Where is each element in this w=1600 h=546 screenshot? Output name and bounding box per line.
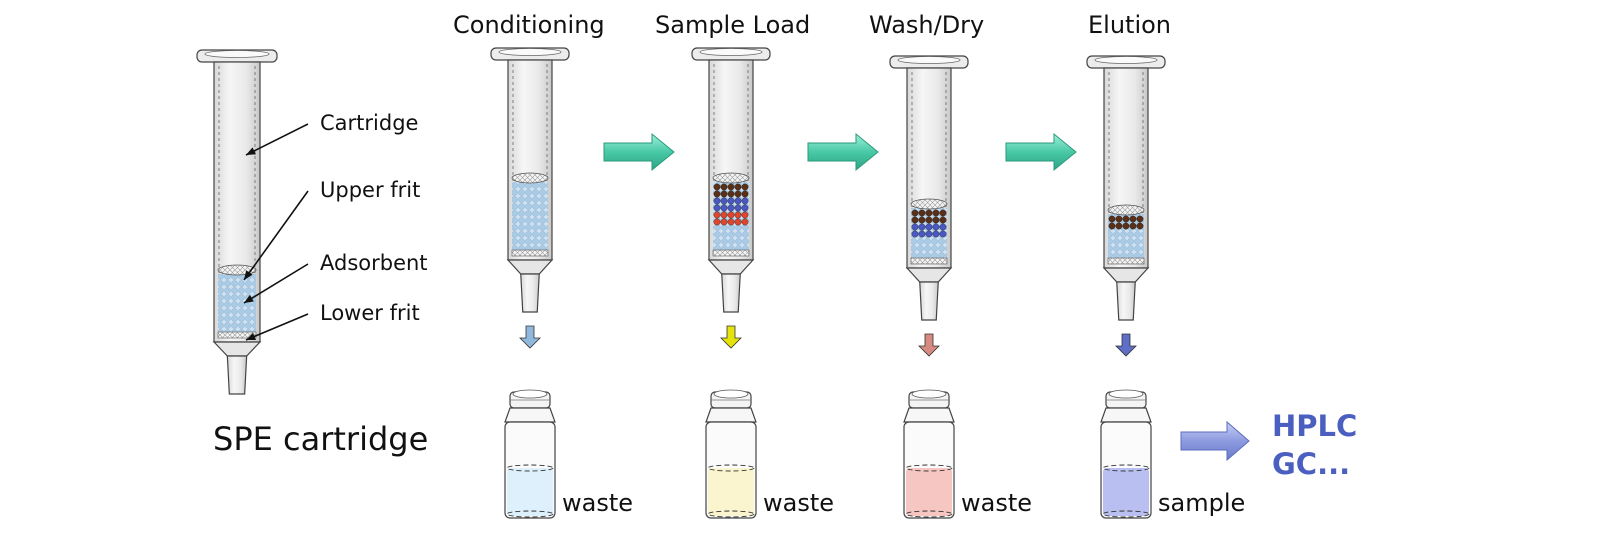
vial-label: waste (763, 489, 834, 517)
svg-text:Cartridge: Cartridge (320, 111, 418, 135)
step-title: Wash/Dry (869, 11, 984, 39)
pointer-arrow (243, 263, 309, 304)
pointer-arrow (243, 190, 309, 281)
analysis-destination: HPLC GC... (1272, 409, 1357, 481)
vial-sample-load: waste (705, 389, 834, 519)
part-label-adsorbent: Adsorbent (243, 251, 428, 304)
step-title: Sample Load (655, 11, 810, 39)
main-title: SPE cartridge (213, 420, 428, 458)
drip-arrow-elution (1115, 333, 1137, 357)
pointer-arrow (245, 313, 309, 341)
cartridge-sample-load (691, 47, 771, 313)
step-wash-dry: Wash/Dry (869, 11, 984, 39)
process-arrow-1 (603, 132, 675, 172)
drip-arrow-conditioning (519, 325, 541, 349)
pointer-arrow (245, 123, 309, 156)
part-label-lower-frit: Lower frit (245, 301, 420, 341)
destination-gc: GC... (1272, 447, 1350, 481)
vial-wash-dry: waste (903, 389, 1032, 519)
svg-text:Upper frit: Upper frit (320, 178, 420, 202)
main-spe-cartridge (196, 49, 278, 395)
destination-hplc: HPLC (1272, 409, 1357, 443)
vial-label: waste (562, 489, 633, 517)
svg-text:Adsorbent: Adsorbent (320, 251, 428, 275)
vial-label: sample (1158, 489, 1245, 517)
step-title: Elution (1088, 11, 1171, 39)
drip-arrow-sample-load (720, 325, 742, 349)
vial-label: waste (961, 489, 1032, 517)
step-elution: Elution (1088, 11, 1171, 39)
cartridge-elution (1086, 55, 1166, 321)
step-title: Conditioning (453, 11, 605, 39)
step-sample-load: Sample Load (655, 11, 810, 39)
svg-text:Lower frit: Lower frit (320, 301, 420, 325)
process-arrow-2 (807, 132, 879, 172)
step-conditioning: Conditioning (453, 11, 605, 39)
output-arrow (1180, 420, 1250, 462)
vial-elution: sample (1100, 389, 1245, 519)
part-label-upper-frit: Upper frit (243, 178, 420, 281)
drip-arrow-wash-dry (918, 333, 940, 357)
process-arrow-3 (1005, 132, 1077, 172)
part-label-cartridge: Cartridge (245, 111, 418, 156)
vial-conditioning: waste (504, 389, 633, 519)
cartridge-wash-dry (889, 55, 969, 321)
cartridge-conditioning (490, 47, 570, 313)
